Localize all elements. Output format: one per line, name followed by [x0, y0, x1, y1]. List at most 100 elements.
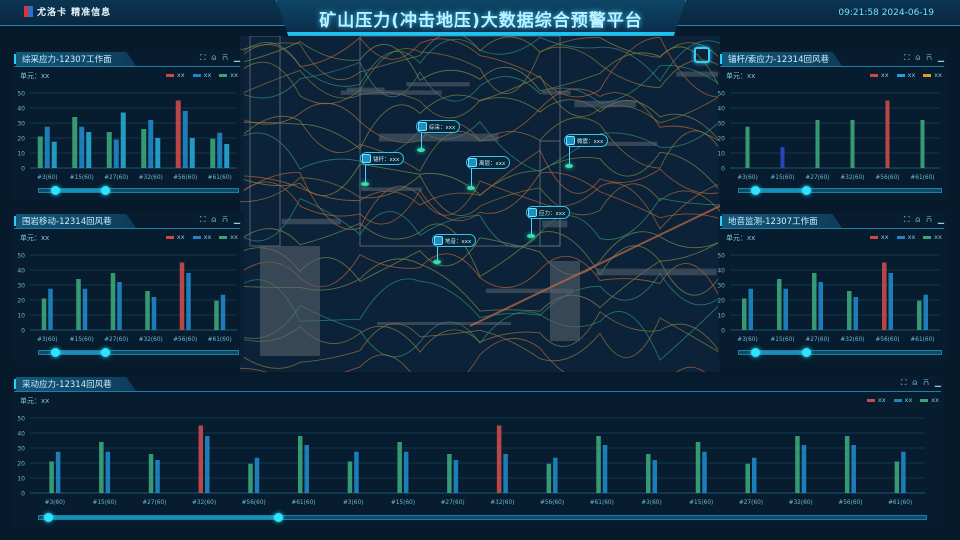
bar[interactable]: [189, 138, 195, 168]
bar[interactable]: [304, 445, 309, 493]
bar[interactable]: [55, 451, 61, 493]
bar[interactable]: [179, 262, 185, 331]
bar[interactable]: [496, 425, 502, 494]
zoom-range-fill[interactable]: [54, 351, 105, 354]
legend-item[interactable]: xx: [920, 396, 939, 404]
bar[interactable]: [48, 288, 53, 330]
bar[interactable]: [397, 442, 402, 493]
bar[interactable]: [145, 291, 150, 330]
bar[interactable]: [105, 451, 111, 493]
bar[interactable]: [214, 300, 219, 330]
bar[interactable]: [795, 436, 800, 493]
bar[interactable]: [141, 129, 147, 168]
zoom-start-handle[interactable]: [50, 186, 60, 195]
bar[interactable]: [186, 273, 191, 330]
zoom-end-handle[interactable]: [801, 186, 811, 195]
expand-icon[interactable]: ⛶: [199, 215, 206, 224]
bar[interactable]: [503, 454, 508, 493]
trend-icon[interactable]: ⩃: [926, 215, 932, 224]
bar[interactable]: [812, 273, 817, 330]
bar[interactable]: [297, 436, 303, 493]
legend-item[interactable]: xx: [165, 71, 185, 79]
bar[interactable]: [72, 117, 78, 168]
bar[interactable]: [695, 442, 701, 493]
bar[interactable]: [205, 436, 210, 493]
bar[interactable]: [217, 132, 223, 168]
bar[interactable]: [51, 141, 57, 168]
legend-item[interactable]: xx: [219, 233, 238, 241]
bar[interactable]: [777, 279, 782, 330]
bar[interactable]: [801, 445, 807, 493]
minimize-icon[interactable]: ▁: [937, 215, 944, 224]
zoom-end-handle[interactable]: [100, 348, 110, 357]
bar[interactable]: [888, 273, 894, 330]
bar[interactable]: [751, 457, 757, 493]
helmet-icon[interactable]: ⍝: [211, 53, 217, 62]
helmet-icon[interactable]: ⍝: [915, 215, 921, 224]
zoom-start-handle[interactable]: [50, 348, 60, 357]
bar[interactable]: [596, 436, 601, 493]
legend-item[interactable]: xx: [896, 71, 915, 79]
bar[interactable]: [745, 463, 750, 493]
bar[interactable]: [780, 147, 785, 168]
legend-item[interactable]: xx: [923, 71, 942, 79]
bar[interactable]: [885, 100, 890, 169]
bar[interactable]: [546, 463, 552, 493]
zoom-end-handle[interactable]: [100, 186, 110, 195]
bar[interactable]: [99, 442, 104, 493]
bar[interactable]: [182, 111, 188, 168]
zoom-range-fill[interactable]: [47, 516, 279, 519]
bar[interactable]: [847, 291, 852, 330]
legend-item[interactable]: xx: [192, 233, 211, 241]
legend-item[interactable]: xx: [219, 71, 238, 79]
bar[interactable]: [224, 144, 230, 168]
bar[interactable]: [155, 138, 161, 168]
bar[interactable]: [37, 136, 43, 169]
trend-icon[interactable]: ⩃: [923, 378, 929, 387]
bar[interactable]: [917, 300, 922, 330]
map-marker[interactable]: 离层：xxx: [466, 156, 511, 169]
bar[interactable]: [175, 100, 181, 169]
trend-icon[interactable]: ⩃: [926, 53, 932, 62]
bar[interactable]: [652, 460, 658, 493]
bar[interactable]: [403, 451, 409, 493]
bar[interactable]: [148, 120, 154, 168]
bar[interactable]: [110, 273, 116, 330]
minimize-icon[interactable]: ▁: [233, 53, 240, 62]
bar[interactable]: [851, 445, 856, 493]
bar[interactable]: [447, 454, 452, 493]
bar[interactable]: [745, 126, 750, 168]
bar[interactable]: [347, 461, 353, 494]
bar[interactable]: [106, 132, 112, 168]
map-marker[interactable]: 应力：xxx: [526, 206, 571, 219]
legend-item[interactable]: xx: [165, 233, 185, 241]
zoom-slider[interactable]: [38, 186, 239, 195]
bar[interactable]: [602, 445, 608, 493]
helmet-icon[interactable]: ⍝: [915, 53, 921, 62]
zoom-end-handle[interactable]: [801, 348, 811, 357]
bar[interactable]: [646, 454, 651, 493]
bar[interactable]: [79, 126, 85, 168]
bar[interactable]: [254, 457, 260, 493]
bar[interactable]: [220, 294, 226, 330]
bar[interactable]: [882, 262, 887, 331]
helmet-icon[interactable]: ⍝: [211, 215, 217, 224]
minimize-icon[interactable]: ▁: [937, 53, 944, 62]
bar[interactable]: [742, 298, 747, 331]
bar[interactable]: [354, 451, 359, 493]
zoom-slider[interactable]: [38, 348, 239, 357]
fullscreen-map-icon[interactable]: [694, 47, 710, 63]
expand-icon[interactable]: ⛶: [900, 378, 907, 387]
bar[interactable]: [818, 282, 824, 330]
bar[interactable]: [210, 138, 216, 168]
bar[interactable]: [248, 463, 253, 493]
bar[interactable]: [151, 297, 157, 330]
bar[interactable]: [815, 120, 820, 168]
zoom-range-fill[interactable]: [755, 189, 806, 192]
zoom-range-fill[interactable]: [54, 189, 105, 192]
bar[interactable]: [553, 457, 558, 493]
map-marker[interactable]: 综采：xxx: [416, 120, 461, 133]
bar[interactable]: [923, 294, 929, 330]
bar[interactable]: [783, 288, 789, 330]
